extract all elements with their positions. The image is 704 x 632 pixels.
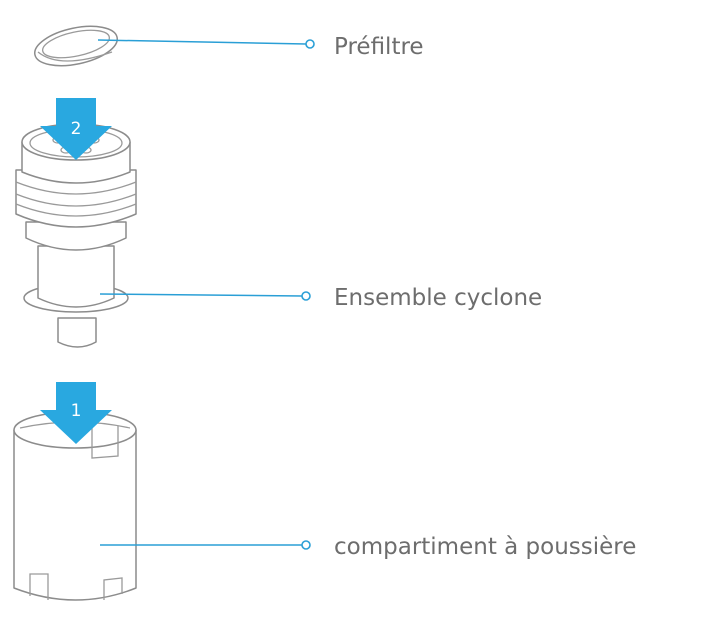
step-2-number: 2 — [71, 119, 82, 139]
leader-dustbin — [100, 540, 311, 550]
label-cyclone: Ensemble cyclone — [334, 285, 542, 311]
label-prefilter: Préfiltre — [334, 34, 424, 60]
prefilter-illustration — [33, 25, 119, 67]
label-dustbin: compartiment à poussière — [334, 534, 636, 560]
leader-prefilter — [97, 39, 315, 49]
step-1-number: 1 — [71, 401, 82, 421]
step-1-arrow-icon: 1 — [40, 382, 112, 444]
step-2-arrow-icon: 2 — [40, 98, 112, 160]
leader-cyclone — [99, 291, 311, 301]
